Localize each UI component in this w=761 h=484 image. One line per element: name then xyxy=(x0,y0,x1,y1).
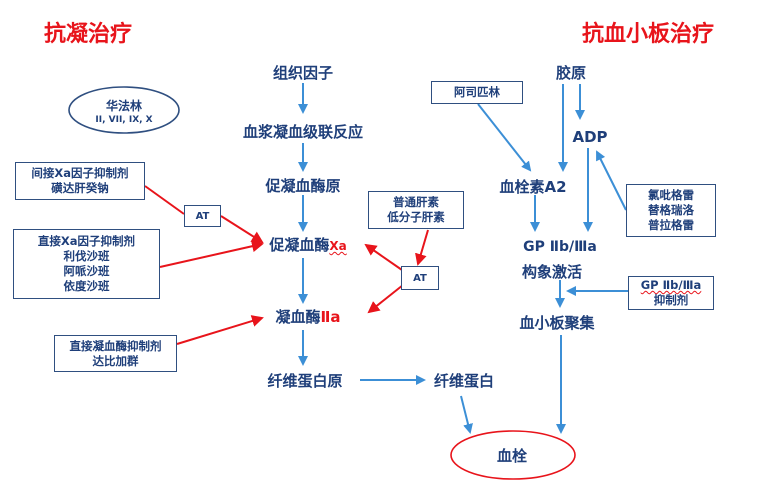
node-thrombus: 血栓 xyxy=(496,447,528,465)
arrow-at-xa xyxy=(220,215,264,244)
node-collagen: 胶原 xyxy=(555,64,587,82)
node-platelet-aggregation: 血小板聚集 xyxy=(519,314,595,332)
dti-line1: 直接凝血酶抑制剂 xyxy=(69,338,162,353)
arrow-indirect-at xyxy=(144,185,185,215)
node-thrombin: 凝血酶Ⅱa xyxy=(275,306,340,327)
arrow-at2-iia xyxy=(367,284,404,314)
box-direct-xa-inhibitor: 直接Xa因子抑制剂 利伐沙班 阿哌沙班 依度沙班 xyxy=(13,229,160,299)
anticoag-title: 抗凝治疗 xyxy=(44,22,133,47)
node-xa: 促凝血酶Xa xyxy=(269,234,346,255)
node-tissue-factor: 组织因子 xyxy=(272,64,334,82)
p2y12-line3: 普拉格雷 xyxy=(648,218,694,232)
thrombus-ellipse xyxy=(450,430,576,480)
gp-inhibitor-line1: GP Ⅱb/Ⅲa xyxy=(640,278,702,292)
p2y12-line1: 氯吡格雷 xyxy=(648,188,694,202)
at-box-right: AT xyxy=(401,266,439,290)
arrow-dti-iia xyxy=(176,315,264,345)
arrow-heparin-at xyxy=(415,229,429,266)
box-indirect-xa-inhibitor: 间接Xa因子抑制剂 磺达肝癸钠 xyxy=(15,162,145,200)
thrombin-suffix: Ⅱa xyxy=(320,308,341,326)
indirect-xa-line2: 磺达肝癸钠 xyxy=(51,181,109,195)
box-gp-inhibitor: GP Ⅱb/Ⅲa 抑制剂 xyxy=(628,276,714,310)
box-heparin: 普通肝素 低分子肝素 xyxy=(368,191,464,229)
warfarin-ellipse xyxy=(68,86,180,134)
p2y12-line2: 替格瑞洛 xyxy=(648,203,694,217)
box-direct-thrombin-inhibitor: 直接凝血酶抑制剂 达比加群 xyxy=(54,335,177,372)
node-txa2: 血栓素A2 xyxy=(499,178,567,196)
xa-prefix: 促凝血酶 xyxy=(269,236,330,254)
heparin-line2: 低分子肝素 xyxy=(387,210,445,224)
gp-inhibitor-line2: 抑制剂 xyxy=(653,293,689,307)
arrow-at2-xa xyxy=(364,243,403,271)
node-cascade: 血浆凝血级联反应 xyxy=(242,123,364,141)
arrow-direct-xa xyxy=(159,240,264,268)
arrow-aspirin-txa2 xyxy=(477,103,532,172)
node-gp-receptor: GP Ⅱb/Ⅲa xyxy=(523,239,597,255)
xa-suffix: Xa xyxy=(329,239,347,253)
node-adp: ADP xyxy=(572,128,608,146)
at-box-left: AT xyxy=(184,205,221,227)
warfarin-factors: II, VII, IX, X xyxy=(95,115,153,125)
antiplatelet-title: 抗血小板治疗 xyxy=(582,22,715,47)
node-conformational-activation: 构象激活 xyxy=(521,263,583,281)
dti-line2: 达比加群 xyxy=(92,353,139,368)
thrombin-prefix: 凝血酶 xyxy=(275,308,321,326)
node-fibrin: 纤维蛋白 xyxy=(433,372,495,390)
aspirin-label: 阿司匹林 xyxy=(454,85,500,99)
heparin-line1: 普通肝素 xyxy=(393,195,439,209)
indirect-xa-line1: 间接Xa因子抑制剂 xyxy=(31,166,129,180)
box-aspirin: 阿司匹林 xyxy=(431,81,523,104)
node-fibrinogen: 纤维蛋白原 xyxy=(267,372,343,390)
direct-xa-line4: 依度沙班 xyxy=(63,279,110,293)
arrow-p2y12-adp xyxy=(596,150,627,211)
direct-xa-line2: 利伐沙班 xyxy=(63,249,110,263)
warfarin-block: 华法林 II, VII, IX, X xyxy=(69,97,179,125)
direct-xa-line1: 直接Xa因子抑制剂 xyxy=(37,234,136,248)
direct-xa-line3: 阿哌沙班 xyxy=(63,264,110,278)
box-p2y12-inhibitors: 氯吡格雷 替格瑞洛 普拉格雷 xyxy=(626,184,716,237)
node-prothrombin-pre: 促凝血酶原 xyxy=(265,177,341,195)
arrow-fibrin-thrombus xyxy=(460,395,473,434)
warfarin-name: 华法林 xyxy=(105,99,142,113)
